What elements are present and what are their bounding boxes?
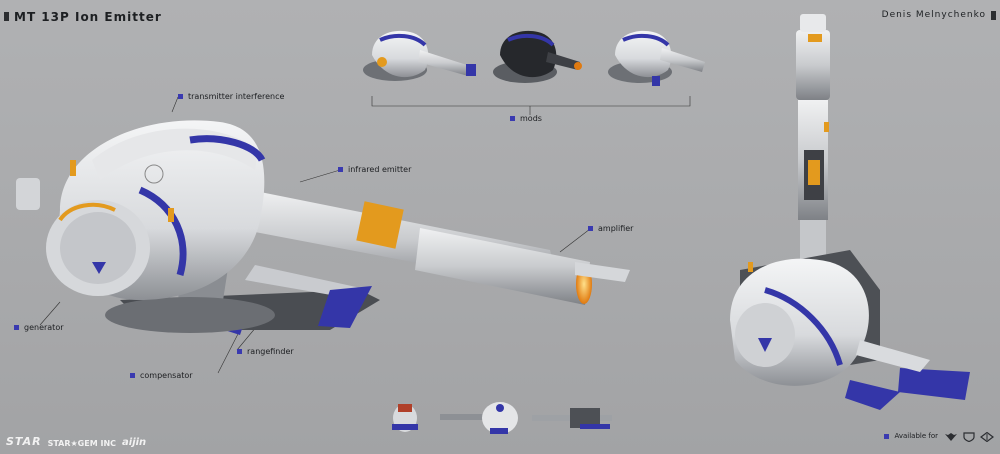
mod-variant-3	[608, 30, 705, 86]
side-turret-render	[730, 14, 970, 410]
empire-wings-icon	[945, 433, 957, 441]
callout-label: infrared emitter	[348, 165, 412, 174]
ortho-front-view	[392, 404, 418, 432]
callout-marker	[588, 226, 593, 231]
callout-marker	[237, 349, 242, 354]
aijin-logo: aijin	[122, 437, 147, 448]
callout-label: transmitter interference	[188, 92, 285, 101]
callout-marker	[510, 116, 515, 121]
callout-marker	[178, 94, 183, 99]
mod-variant-1	[363, 30, 476, 81]
available-label: Available for	[894, 432, 938, 440]
callout-label: rangefinder	[247, 347, 294, 356]
callout-mods: mods	[510, 114, 542, 123]
ortho-side-view	[532, 408, 612, 429]
jericho-emblem-icon	[980, 432, 994, 442]
available-for: Available for	[884, 432, 938, 440]
orthographic-views	[392, 402, 612, 434]
mod-variant-2	[493, 30, 582, 83]
federation-shield-icon	[963, 432, 975, 442]
callout-compensator: compensator	[130, 371, 193, 380]
callout-rangefinder: rangefinder	[237, 347, 294, 356]
callout-label: compensator	[140, 371, 193, 380]
callout-marker	[338, 167, 343, 172]
publisher-logos: STAR STAR★GEM INC aijin	[6, 435, 146, 448]
author-marker	[991, 11, 996, 20]
main-turret-render	[16, 120, 630, 335]
author-name: Denis Melnychenko	[881, 10, 986, 20]
available-marker	[884, 433, 890, 439]
callout-transmitter-interference: transmitter interference	[178, 92, 284, 101]
callout-label: mods	[520, 114, 542, 123]
callout-marker	[14, 325, 19, 330]
callout-label: generator	[24, 323, 64, 332]
page-title: MT 13P Ion Emitter	[14, 10, 162, 24]
star-gem-logo: STAR★GEM INC	[47, 439, 117, 448]
callout-marker	[130, 373, 135, 378]
title-marker	[4, 12, 9, 21]
ortho-top-view	[440, 402, 518, 434]
callout-generator: generator	[14, 323, 64, 332]
callout-amplifier: amplifier	[588, 224, 633, 233]
mod-variant-renders	[363, 30, 705, 86]
star-conflict-logo: STAR	[6, 435, 42, 448]
callout-infrared-emitter: infrared emitter	[338, 165, 411, 174]
callout-label: amplifier	[598, 224, 634, 233]
